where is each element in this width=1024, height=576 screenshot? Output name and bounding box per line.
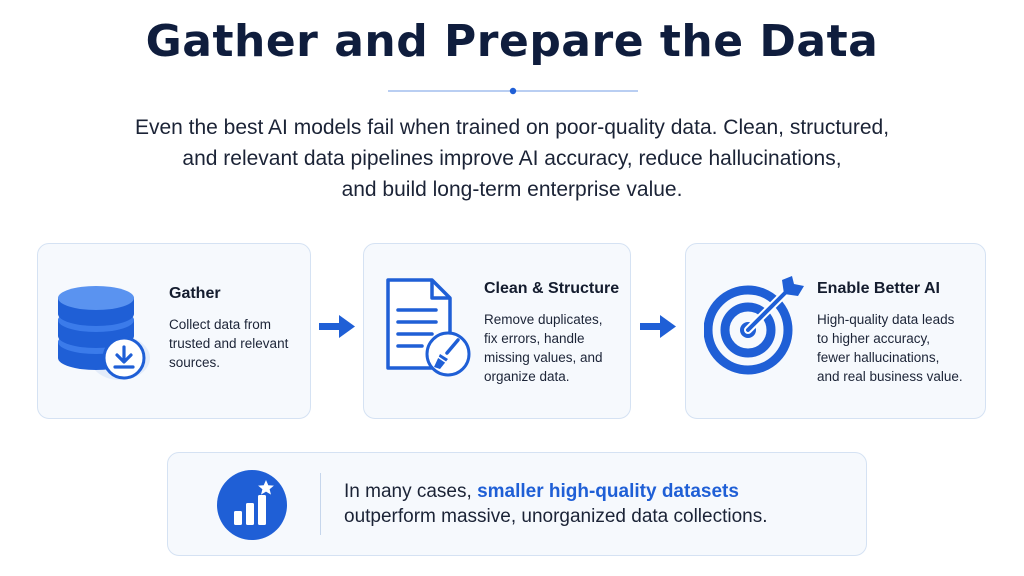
desc-line: organize data. xyxy=(484,369,570,384)
desc-line: to higher accuracy, xyxy=(817,331,931,346)
title-divider xyxy=(388,87,638,95)
callout-highlight: smaller high-quality datasets xyxy=(477,481,739,502)
document-brush-icon xyxy=(382,274,474,384)
callout-line-2: outperform massive, unorganized data col… xyxy=(344,506,768,527)
callout-prefix: In many cases, xyxy=(344,481,478,502)
desc-line: fewer hallucinations, xyxy=(817,350,940,365)
step-title: Gather xyxy=(169,285,221,302)
database-download-icon xyxy=(52,274,152,388)
desc-line: missing values, and xyxy=(484,350,603,365)
step-card-gather: Gather Collect data from trusted and rel… xyxy=(37,243,311,419)
arrow-right-icon xyxy=(317,313,357,343)
bar-chart-star-icon xyxy=(216,469,288,545)
intro-line: and relevant data pipelines improve AI a… xyxy=(182,147,842,170)
step-description: High-quality data leads to higher accura… xyxy=(817,310,963,386)
desc-line: and real business value. xyxy=(817,369,963,384)
step-description: Collect data from trusted and relevant s… xyxy=(169,315,288,372)
step-title: Clean & Structure xyxy=(484,280,620,297)
intro-paragraph: Even the best AI models fail when traine… xyxy=(80,112,944,205)
arrow-right-icon xyxy=(638,313,678,343)
step-description: Remove duplicates, fix errors, handle mi… xyxy=(484,310,603,386)
step-card-enable-better-ai: Enable Better AI High-quality data leads… xyxy=(685,243,986,419)
desc-line: sources. xyxy=(169,355,221,370)
intro-line: Even the best AI models fail when traine… xyxy=(134,116,890,139)
insight-callout: In many cases, smaller high-quality data… xyxy=(167,452,867,556)
desc-line: Collect data from xyxy=(169,317,272,332)
step-title: Enable Better AI xyxy=(817,280,940,297)
desc-line: fix errors, handle xyxy=(484,331,585,346)
page-title: Gather and Prepare the Data xyxy=(145,16,879,67)
step-card-clean-structure: Clean & Structure Remove duplicates, fix… xyxy=(363,243,631,419)
desc-line: trusted and relevant xyxy=(169,336,289,351)
desc-line: Remove duplicates, xyxy=(484,312,603,327)
callout-divider xyxy=(320,473,321,535)
desc-line: High-quality data leads xyxy=(817,312,955,327)
callout-line-1: In many cases, smaller high-quality data… xyxy=(344,479,844,504)
callout-text: In many cases, smaller high-quality data… xyxy=(344,479,844,529)
intro-line: and build long-term enterprise value. xyxy=(341,178,683,201)
target-arrow-icon xyxy=(703,276,808,380)
